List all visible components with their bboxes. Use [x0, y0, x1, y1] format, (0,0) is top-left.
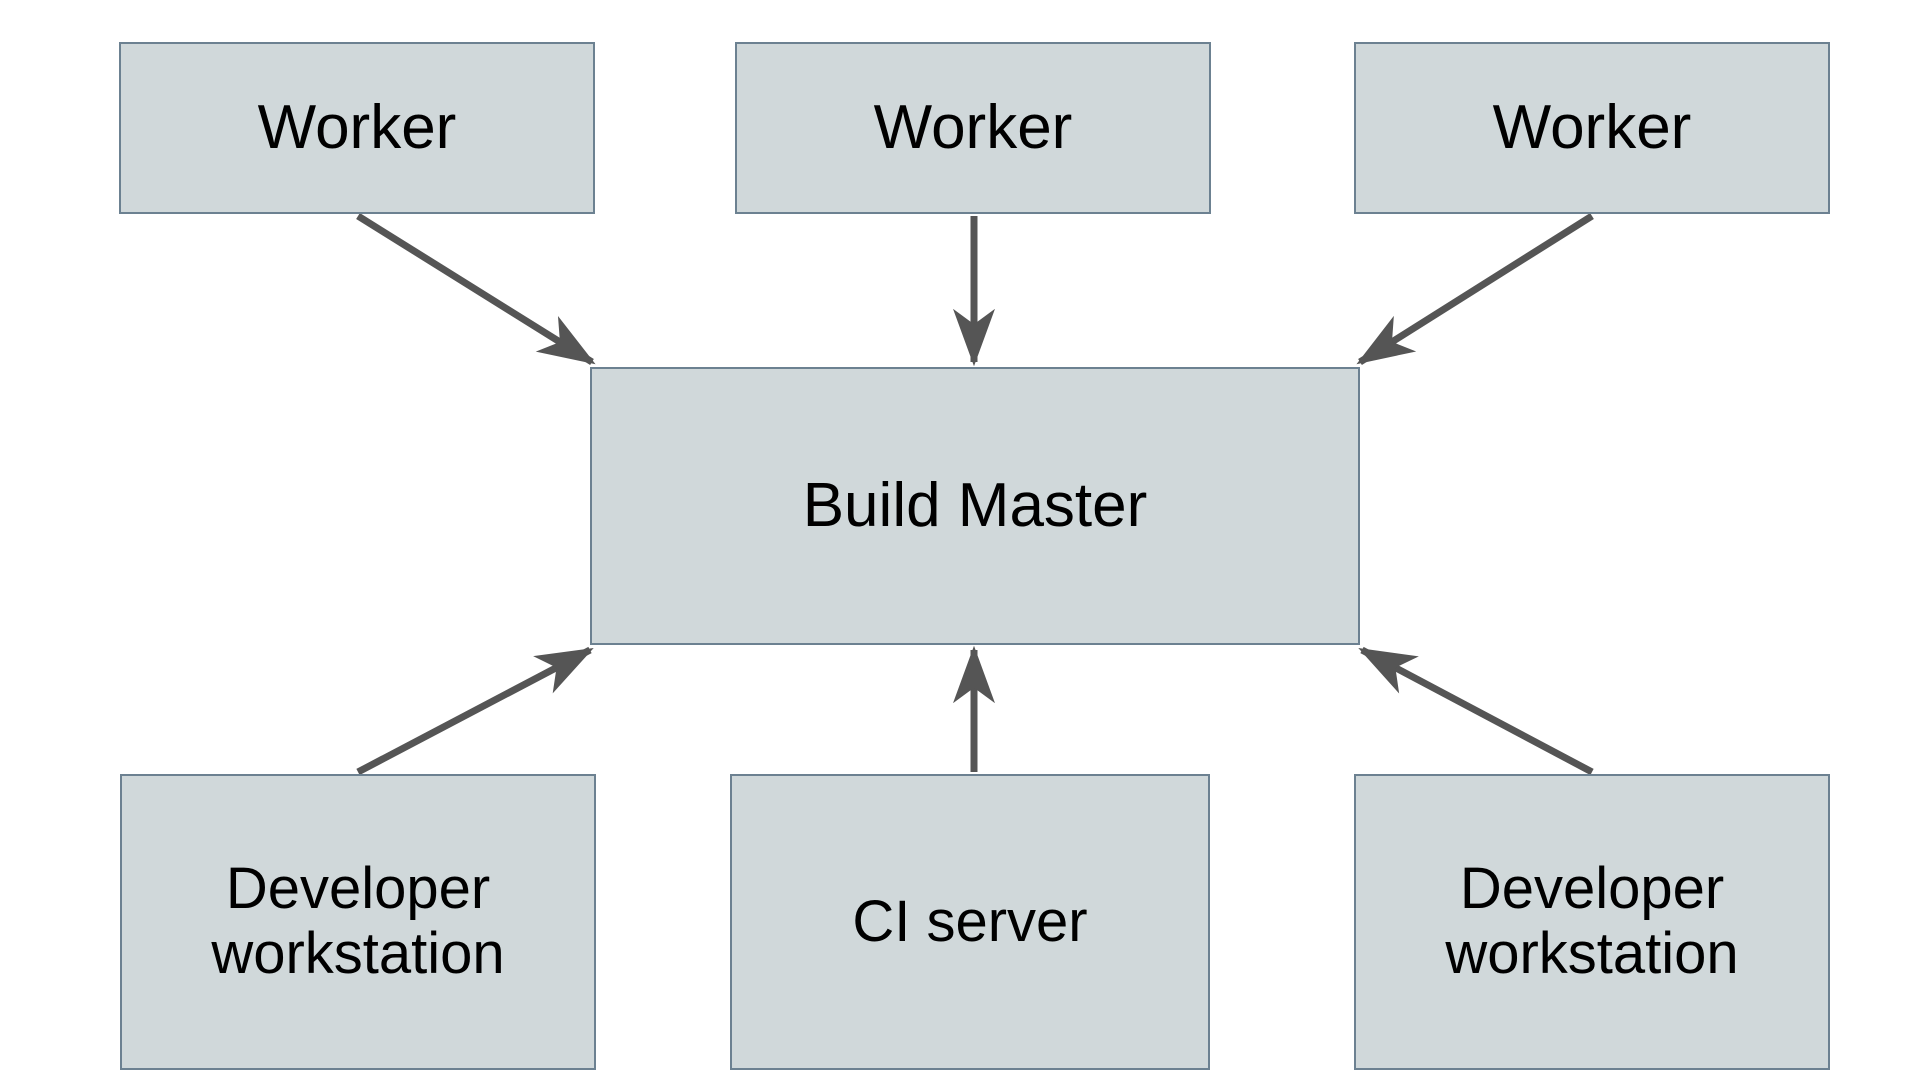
node-worker-1[interactable]: Worker [119, 42, 595, 214]
node-developer-workstation-left[interactable]: Developer workstation [120, 774, 596, 1070]
edge-devright-to-master [1358, 646, 1594, 776]
node-build-master-label: Build Master [802, 471, 1148, 541]
edge-devleft-to-master [356, 646, 594, 776]
edge-worker3-to-master [1356, 213, 1594, 365]
node-worker-1-label: Worker [257, 93, 457, 163]
node-ci-server[interactable]: CI server [730, 774, 1210, 1070]
node-build-master[interactable]: Build Master [590, 367, 1360, 645]
node-worker-2[interactable]: Worker [735, 42, 1211, 214]
edge-worker1-to-master [356, 213, 596, 365]
node-worker-3-label: Worker [1492, 93, 1692, 163]
node-developer-workstation-right[interactable]: Developer workstation [1354, 774, 1830, 1070]
node-developer-workstation-left-label: Developer workstation [211, 856, 505, 986]
node-worker-3[interactable]: Worker [1354, 42, 1830, 214]
node-worker-2-label: Worker [873, 93, 1073, 163]
node-developer-workstation-right-label: Developer workstation [1445, 856, 1739, 986]
node-ci-server-label: CI server [852, 888, 1088, 954]
